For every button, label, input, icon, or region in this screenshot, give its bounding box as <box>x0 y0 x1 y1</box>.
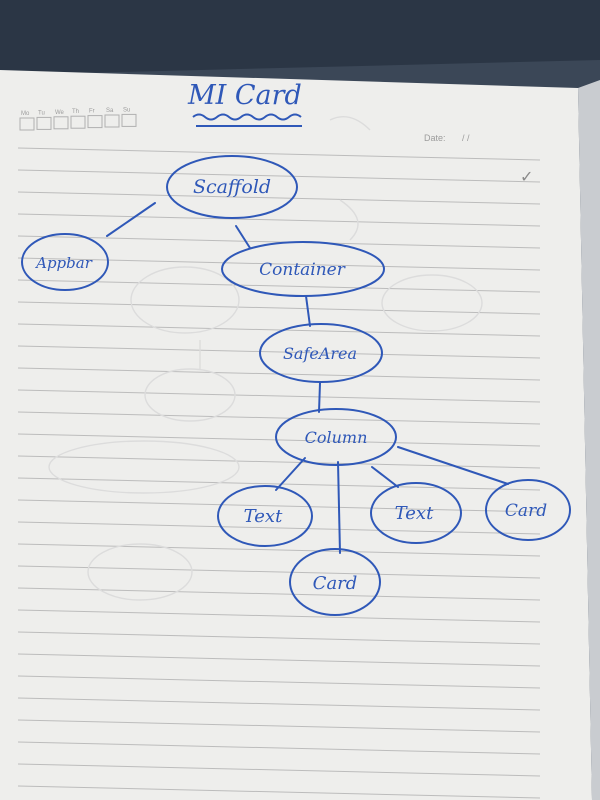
node-text-1-label: Text <box>244 506 283 527</box>
ruled-line <box>17 675 541 689</box>
weekday-label: Fr <box>89 109 95 115</box>
node-safearea: SafeArea <box>259 323 383 383</box>
bleed-through-marks <box>48 116 483 601</box>
edge-safearea-column <box>318 382 321 413</box>
tree-connectors <box>106 202 509 554</box>
edge-column-card2 <box>397 446 509 485</box>
node-safearea-label: SafeArea <box>283 344 357 363</box>
edge-scaffold-appbar <box>106 202 156 237</box>
date-value: / / <box>462 133 470 143</box>
weekday-label: Sa <box>106 108 114 114</box>
ruled-line <box>17 235 541 249</box>
node-container: Container <box>221 241 385 297</box>
ruled-line <box>17 433 541 447</box>
ruled-line <box>17 543 541 557</box>
diagram-title: MI Card <box>187 80 302 111</box>
node-text-2-label: Text <box>395 503 434 524</box>
ruled-line <box>17 521 541 535</box>
node-column-label: Column <box>305 428 368 447</box>
edge-column-card1 <box>337 461 341 554</box>
ruled-line <box>17 411 541 425</box>
weekday-box <box>36 116 52 130</box>
ruled-line <box>17 741 541 755</box>
ruled-line <box>17 609 541 623</box>
ruled-line <box>17 499 541 513</box>
ruled-line <box>17 565 541 579</box>
node-container-label: Container <box>259 260 346 280</box>
ruled-line <box>17 191 541 205</box>
title-squiggle-underline <box>192 113 302 121</box>
ruled-line <box>17 345 541 359</box>
weekday-box <box>121 113 137 127</box>
ruled-line <box>17 169 541 183</box>
node-appbar: Appbar <box>21 233 109 291</box>
ruled-line <box>17 785 541 799</box>
ruled-line <box>17 389 541 403</box>
node-column: Column <box>275 408 397 466</box>
weekday-label: Su <box>123 107 130 113</box>
edge-scaffold-container <box>235 225 251 249</box>
weekday-label: Tu <box>38 110 45 116</box>
node-text-1: Text <box>217 485 313 547</box>
edge-column-text1 <box>275 457 306 491</box>
ruled-line <box>17 279 541 293</box>
weekday-box <box>104 114 120 128</box>
ruled-line <box>17 653 541 667</box>
node-card-1-label: Card <box>313 573 358 594</box>
node-text-2: Text <box>370 482 462 544</box>
notebook-page-edge <box>578 80 600 800</box>
ruled-line <box>17 213 541 227</box>
tree-nodes: Scaffold Appbar Container SafeArea Colum… <box>21 155 571 616</box>
weekday-label: Mo <box>21 111 30 117</box>
weekday-box <box>87 115 103 129</box>
ruled-line <box>17 697 541 711</box>
ruled-line <box>17 763 541 777</box>
laptop-edge <box>0 0 600 75</box>
node-card-2: Card <box>485 479 571 541</box>
weekday-label: We <box>55 110 65 116</box>
node-appbar-label: Appbar <box>34 254 93 272</box>
ruled-lines <box>17 147 541 799</box>
ruled-line <box>17 477 541 491</box>
ruled-line <box>17 631 541 645</box>
ruled-line <box>17 301 541 315</box>
weekday-boxes: Mo Tu We Th Fr Sa Su <box>19 107 137 131</box>
edge-column-text2 <box>371 466 399 488</box>
ruled-line <box>17 147 541 161</box>
node-card-2-label: Card <box>505 501 547 521</box>
weekday-box <box>19 117 35 131</box>
notebook-page <box>0 70 592 800</box>
node-scaffold-label: Scaffold <box>193 176 271 198</box>
node-card-1: Card <box>289 548 381 616</box>
weekday-label: Th <box>72 109 79 115</box>
checkmark-icon: ✓ <box>520 167 533 186</box>
ruled-line <box>17 257 541 271</box>
ruled-line <box>17 719 541 733</box>
edge-container-safearea <box>305 295 311 327</box>
node-scaffold: Scaffold <box>166 155 298 219</box>
weekday-box <box>70 115 86 129</box>
ruled-line <box>17 323 541 337</box>
date-label: Date: <box>424 133 446 143</box>
ruled-line <box>17 587 541 601</box>
weekday-box <box>53 116 69 130</box>
